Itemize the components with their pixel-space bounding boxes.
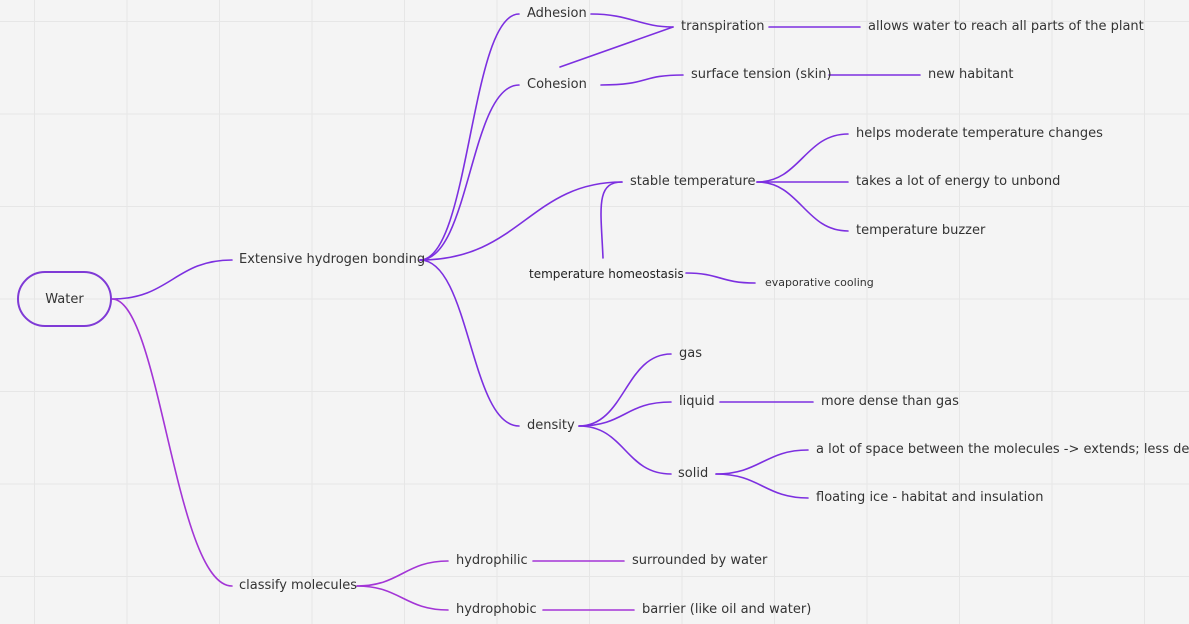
link-cohesion-surface: [600, 74, 684, 86]
link-hb-adhesion: [419, 13, 520, 261]
link-stable-buzzer: [756, 181, 849, 232]
node-hydrogen-bonding[interactable]: Extensive hydrogen bonding: [239, 252, 426, 267]
node-moderate-temperature[interactable]: helps moderate temperature changes: [856, 126, 1103, 141]
link-density-liquid: [578, 401, 672, 427]
link-adhesion-transp: [590, 13, 674, 28]
link-density-solid: [578, 425, 672, 475]
link-solid-floating: [715, 473, 809, 499]
link-classify-hydrophobic: [356, 585, 449, 611]
node-classify-molecules[interactable]: classify molecules: [239, 578, 358, 593]
node-space-molecules[interactable]: a lot of space between the molecules -> …: [816, 442, 1189, 457]
link-root-hydrogen: [111, 259, 233, 300]
node-gas[interactable]: gas: [679, 346, 702, 361]
link-stable-moderate: [756, 133, 849, 183]
node-stable-temperature[interactable]: stable temperature: [630, 174, 756, 189]
link-density-gas: [578, 353, 672, 427]
node-barrier[interactable]: barrier (like oil and water): [642, 602, 812, 617]
node-temperature-homeostasis[interactable]: temperature homeostasis: [529, 267, 684, 281]
root-node-label: Water: [45, 291, 84, 307]
node-temperature-buzzer[interactable]: temperature buzzer: [856, 223, 986, 238]
node-liquid[interactable]: liquid: [679, 394, 715, 409]
node-solid[interactable]: solid: [678, 466, 709, 481]
node-surrounded-by-water[interactable]: surrounded by water: [632, 553, 768, 568]
link-hb-density: [419, 259, 520, 427]
link-hb-stable-temp: [419, 181, 623, 261]
link-stable-homeostasis: [600, 181, 623, 259]
node-adhesion[interactable]: Adhesion: [527, 6, 587, 21]
node-energy-unbond[interactable]: takes a lot of energy to unbond: [856, 174, 1061, 189]
link-homeostasis-evap: [685, 272, 756, 284]
node-density[interactable]: density: [527, 418, 575, 433]
root-node-water[interactable]: Water: [17, 271, 112, 327]
node-transpiration[interactable]: transpiration: [681, 19, 765, 34]
node-floating-ice[interactable]: floating ice - habitat and insulation: [816, 490, 1044, 505]
node-new-habitant[interactable]: new habitant: [928, 67, 1014, 82]
node-surface-tension[interactable]: surface tension (skin): [691, 67, 832, 82]
link-cohesion-transp: [559, 26, 674, 68]
node-evaporative-cooling[interactable]: evaporative cooling: [765, 276, 874, 289]
link-solid-space: [715, 449, 809, 475]
node-cohesion[interactable]: Cohesion: [527, 77, 587, 92]
node-more-dense[interactable]: more dense than gas: [821, 394, 959, 409]
link-hb-cohesion: [419, 84, 520, 261]
node-hydrophobic[interactable]: hydrophobic: [456, 602, 537, 617]
link-root-classify: [111, 298, 233, 587]
link-classify-hydrophilic: [356, 560, 449, 587]
node-allows-water[interactable]: allows water to reach all parts of the p…: [868, 19, 1144, 34]
node-hydrophilic[interactable]: hydrophilic: [456, 553, 528, 568]
